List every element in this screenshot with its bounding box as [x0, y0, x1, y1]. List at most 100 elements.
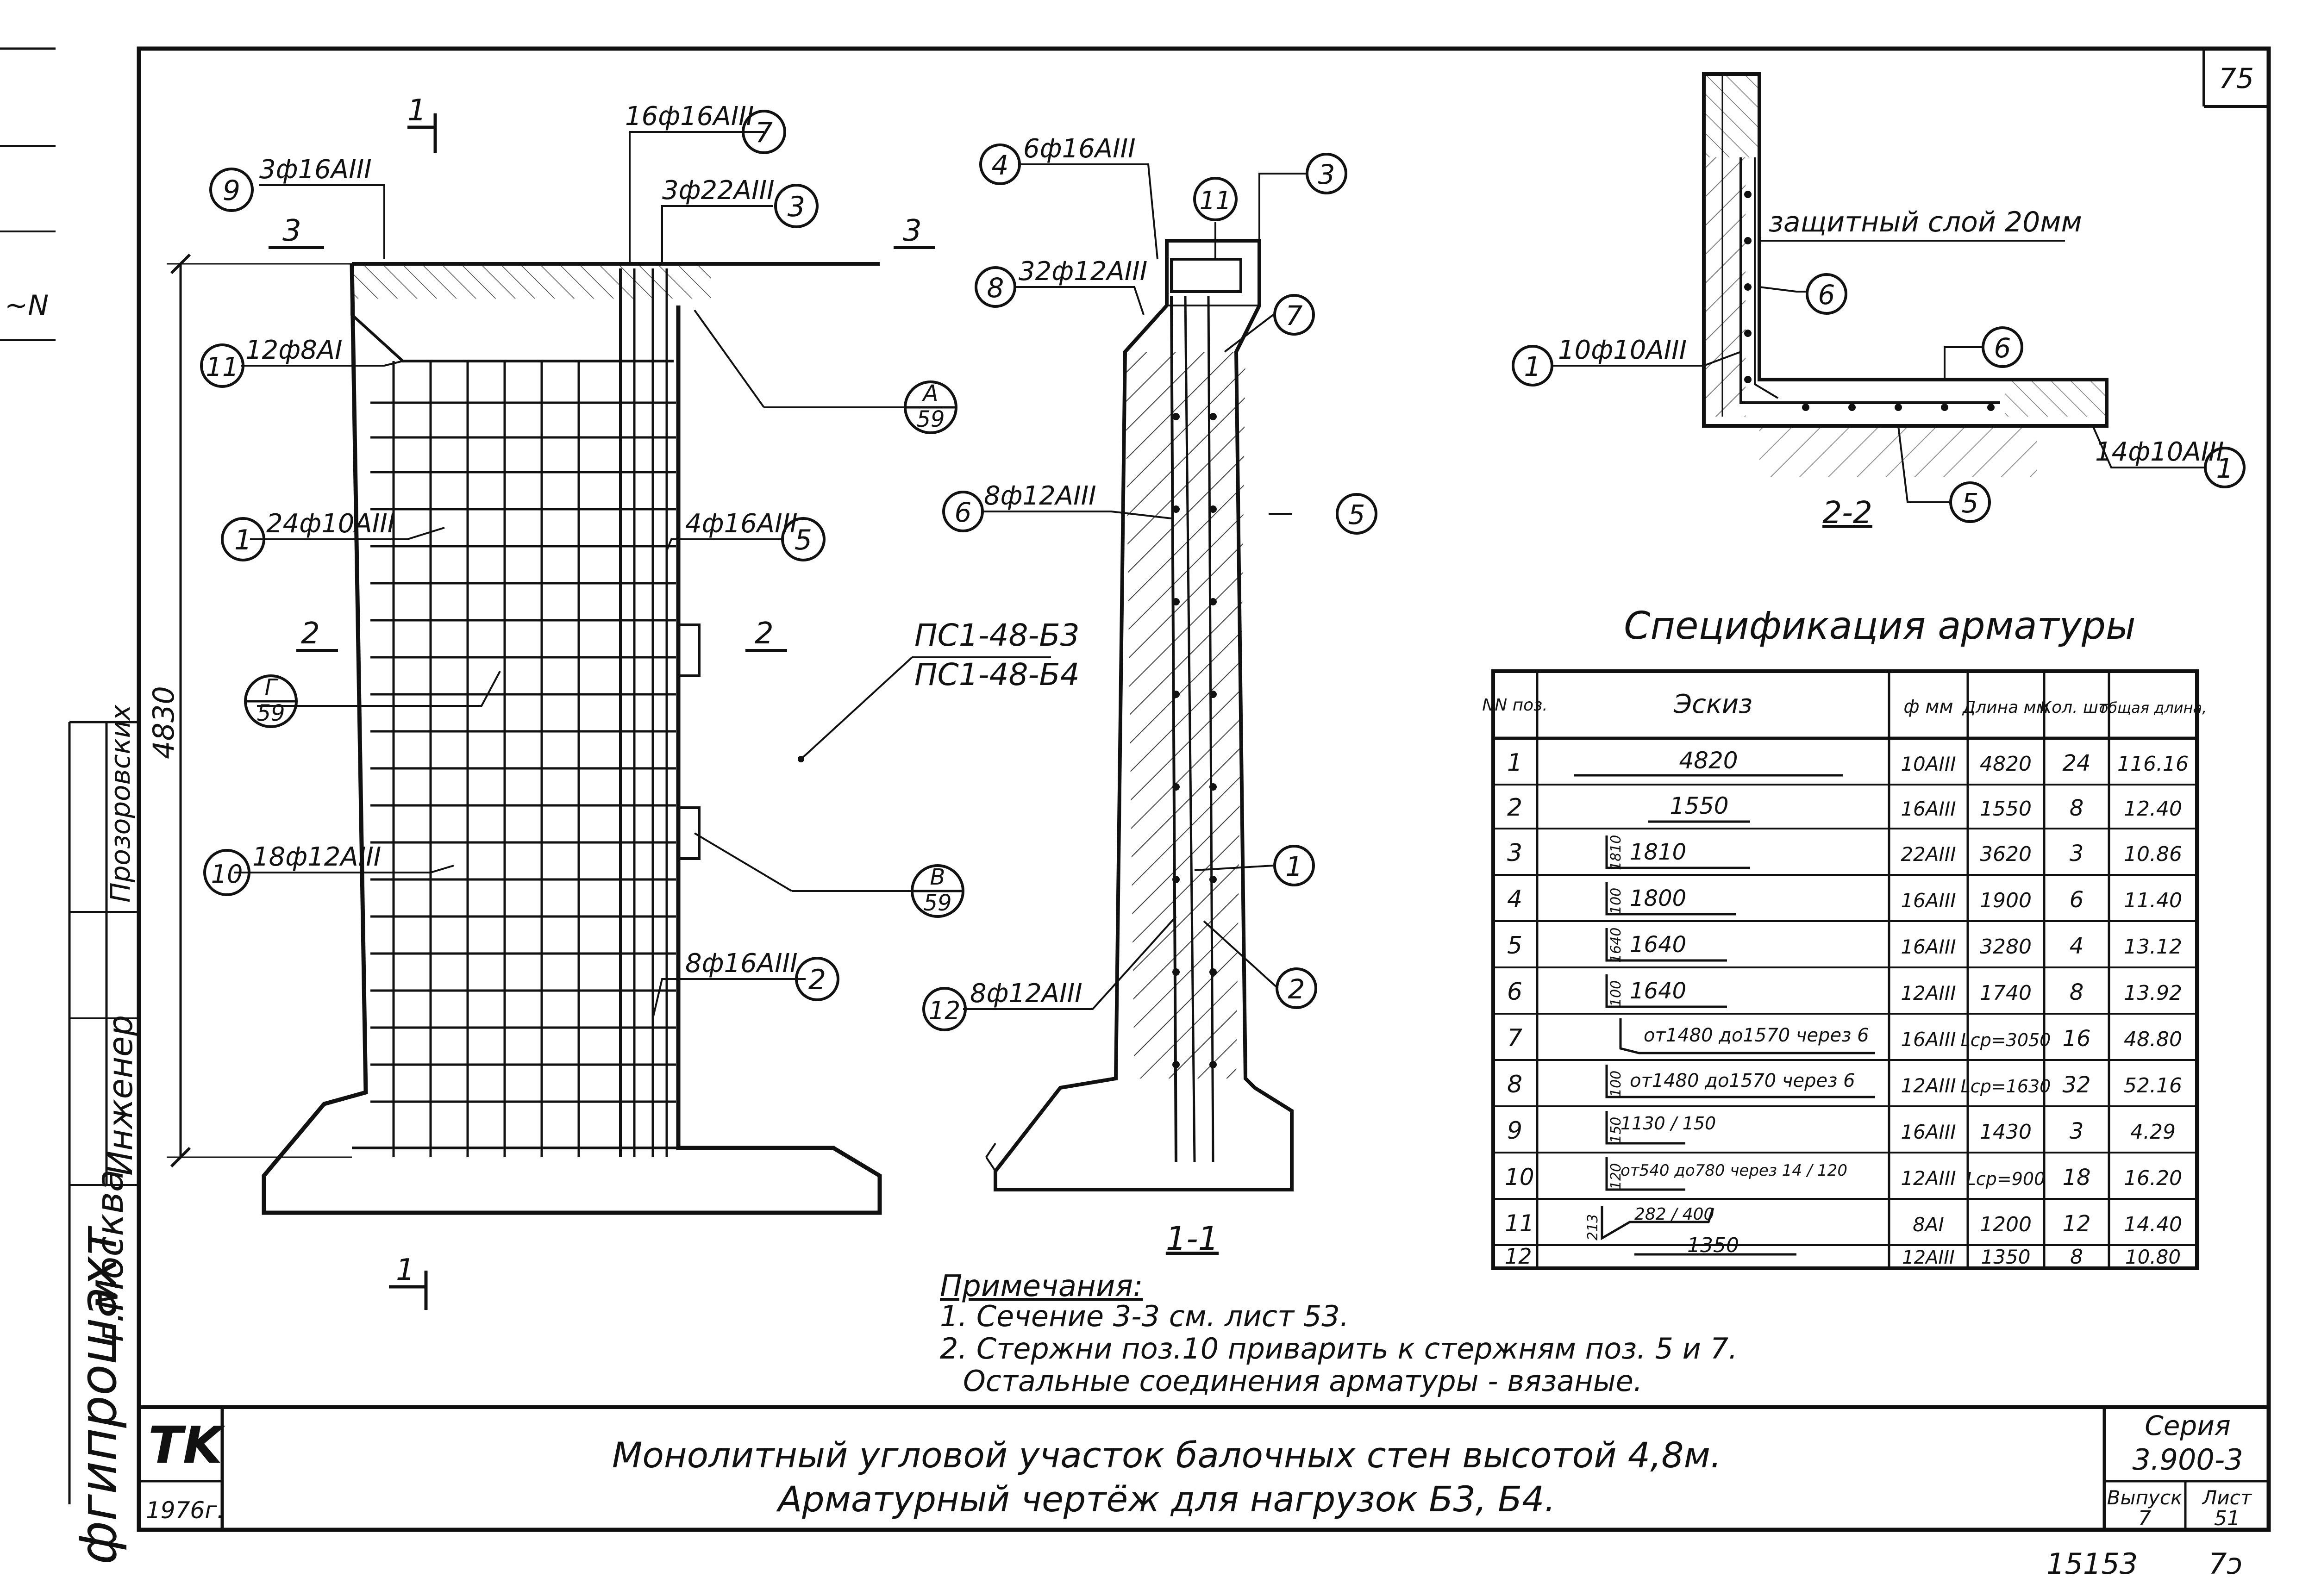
height-dimension: 4830 — [147, 686, 181, 759]
svg-text:1130 / 150: 1130 / 150 — [1620, 1113, 1716, 1134]
title-line-2: Арматурный чертёж для нагрузок Б3, Б4. — [776, 1478, 1555, 1520]
svg-text:4820: 4820 — [1980, 752, 2032, 776]
svg-text:1550: 1550 — [1980, 797, 2032, 821]
section-2-2 — [1551, 72, 2204, 503]
front-view — [167, 113, 1051, 1310]
svg-text:59: 59 — [923, 890, 951, 916]
svg-text:12АIII: 12АIII — [1901, 1167, 1956, 1190]
detail-ref-v: В 59 — [911, 864, 964, 918]
svg-text:48.80: 48.80 — [2124, 1028, 2182, 1051]
svg-text:16АIII: 16АIII — [1901, 889, 1956, 912]
svg-text:1: 1 — [234, 524, 252, 556]
svg-text:4.29: 4.29 — [2130, 1120, 2176, 1144]
svg-text:1: 1 — [1286, 851, 1303, 882]
svg-text:5: 5 — [1962, 487, 1979, 519]
notes: Примечания: 1. Сечение 3-3 см. лист 53. … — [940, 1269, 1738, 1398]
svg-text:5: 5 — [1348, 499, 1365, 530]
notes-line-3: Остальные соединения арматуры - вязаные. — [963, 1364, 1643, 1398]
svg-text:6: 6 — [1818, 279, 1835, 311]
detail-ref-a: А 59 — [904, 380, 957, 434]
section-1-1-title: 1-1 — [1166, 1220, 1219, 1258]
svg-text:8АI: 8АI — [1913, 1213, 1944, 1236]
svg-text:от1480 до1570 через 6: от1480 до1570 через 6 — [1644, 1025, 1869, 1046]
spec-header-length: Длина мм — [1962, 698, 2049, 717]
title-year: 1976г. — [146, 1497, 224, 1524]
svg-text:13.12: 13.12 — [2124, 935, 2182, 959]
panel-mark-1: ПС1-48-Б3 — [914, 617, 1080, 653]
svg-text:13.92: 13.92 — [2124, 981, 2182, 1005]
svg-text:3: 3 — [2070, 841, 2084, 867]
svg-text:1: 1 — [2216, 453, 2234, 484]
svg-text:16АIII: 16АIII — [1901, 935, 1956, 958]
svg-text:59: 59 — [916, 406, 945, 432]
sec2-callout-5: 5 — [1949, 481, 1991, 523]
stamp-city: г.Москва — [88, 1169, 131, 1342]
section-1-1 — [963, 163, 1306, 1191]
sec2-callout-1-right: 1 14ф10АIII — [2095, 437, 2246, 488]
svg-text:12ф8АI: 12ф8АI — [245, 335, 343, 365]
svg-text:1: 1 — [1507, 749, 1522, 777]
svg-text:32: 32 — [2062, 1072, 2090, 1098]
svg-text:18: 18 — [2062, 1165, 2090, 1191]
spec-header-total: общая длина, — [2099, 699, 2207, 717]
svg-text:9: 9 — [223, 175, 240, 207]
svg-text:от1480 до1570 через 6: от1480 до1570 через 6 — [1630, 1070, 1855, 1091]
svg-text:116.16: 116.16 — [2117, 752, 2189, 776]
svg-text:16АIII: 16АIII — [1901, 1028, 1956, 1051]
svg-text:8: 8 — [2070, 1245, 2083, 1269]
svg-text:14.40: 14.40 — [2124, 1213, 2182, 1236]
bottom-right-mark: 7ↄ — [2209, 1547, 2243, 1581]
svg-text:10.86: 10.86 — [2124, 842, 2182, 866]
svg-text:120: 120 — [1608, 1163, 1624, 1190]
front-rebar-horizontals — [370, 401, 676, 1103]
svg-text:8: 8 — [1507, 1071, 1522, 1098]
svg-text:Lср=3050: Lср=3050 — [1961, 1030, 2051, 1050]
spec-header-pos: NN поз. — [1482, 696, 1547, 715]
svg-text:1: 1 — [1524, 351, 1541, 382]
svg-text:14ф10АIII: 14ф10АIII — [2095, 437, 2224, 467]
svg-text:100: 100 — [1608, 888, 1624, 914]
svg-text:1640: 1640 — [1608, 928, 1624, 963]
svg-text:Lср=1630: Lср=1630 — [1961, 1076, 2051, 1097]
spec-title: Спецификация арматуры — [1624, 604, 2136, 648]
svg-text:10АIII: 10АIII — [1901, 753, 1956, 775]
svg-text:3ф22АIII: 3ф22АIII — [662, 175, 775, 206]
stamp-org: фгипрошахт — [69, 1225, 128, 1565]
notes-heading: Примечания: — [940, 1269, 1143, 1303]
sec1-callout-11: 11 — [1193, 177, 1238, 221]
svg-text:4: 4 — [992, 150, 1009, 181]
svg-text:4ф16АIII: 4ф16АIII — [685, 509, 798, 539]
svg-text:9: 9 — [1507, 1117, 1522, 1145]
spec-table — [1491, 669, 2199, 1270]
svg-text:6: 6 — [1507, 978, 1522, 1006]
stamp-name: Прозоровских — [105, 704, 136, 903]
svg-text:от540 до780 через 14 / 120: от540 до780 через 14 / 120 — [1620, 1161, 1847, 1180]
svg-text:3280: 3280 — [1980, 935, 2032, 959]
svg-text:2: 2 — [1507, 794, 1522, 822]
svg-text:12АIII: 12АIII — [1901, 1074, 1956, 1097]
svg-text:А: А — [922, 380, 939, 406]
spec-sketch-marks: 1810 100 1640 100 100 150 120 213 — [1585, 835, 1624, 1241]
issue-value: 7 — [2138, 1507, 2151, 1530]
svg-text:5: 5 — [795, 524, 812, 556]
stamp-engineer: Инженер — [101, 1015, 140, 1176]
front-callout-2: 2 8ф16АIII — [685, 948, 839, 1001]
front-callout-5: 5 4ф16АIII — [685, 509, 826, 561]
tk-logo: TK — [148, 1415, 226, 1475]
svg-text:8ф12АIII: 8ф12АIII — [984, 481, 1096, 511]
sec1-callout-7: 7 — [1273, 294, 1315, 336]
front-callout-3: 3 3ф22АIII — [662, 175, 819, 228]
svg-text:12: 12 — [1505, 1244, 1532, 1269]
section-cut-2-right: 2 — [755, 617, 774, 651]
notes-line-1: 1. Сечение 3-3 см. лист 53. — [940, 1299, 1349, 1333]
series-value: 3.900-3 — [2132, 1443, 2243, 1477]
svg-text:8: 8 — [987, 272, 1004, 304]
svg-text:8: 8 — [2070, 979, 2084, 1005]
